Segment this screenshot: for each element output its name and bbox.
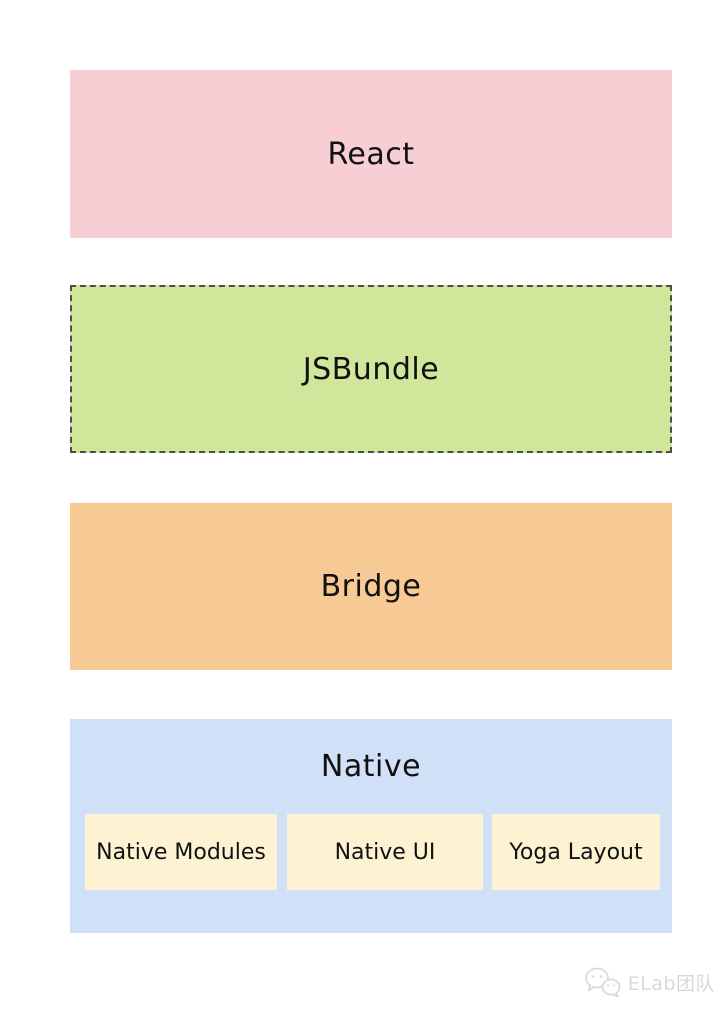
yoga-layout-label: Yoga Layout bbox=[509, 839, 643, 865]
layer-react: React bbox=[70, 70, 672, 238]
layer-native: Native Native Modules Native UI Yoga Lay… bbox=[70, 719, 672, 933]
watermark: ELab团队 bbox=[583, 966, 715, 998]
yoga-layout-box: Yoga Layout bbox=[492, 814, 660, 890]
wechat-icon bbox=[584, 967, 621, 998]
native-ui-box: Native UI bbox=[287, 814, 483, 890]
layer-jsbundle: JSBundle bbox=[70, 285, 672, 453]
layer-react-label: React bbox=[327, 136, 415, 172]
layer-bridge-label: Bridge bbox=[320, 569, 422, 604]
native-ui-label: Native UI bbox=[334, 839, 436, 865]
layer-jsbundle-label: JSBundle bbox=[302, 351, 440, 387]
native-modules-label: Native Modules bbox=[96, 839, 266, 865]
layer-native-label: Native bbox=[320, 749, 422, 784]
layer-bridge: Bridge bbox=[70, 503, 672, 670]
native-modules-box: Native Modules bbox=[85, 814, 277, 890]
watermark-label: ELab团队 bbox=[627, 972, 715, 995]
